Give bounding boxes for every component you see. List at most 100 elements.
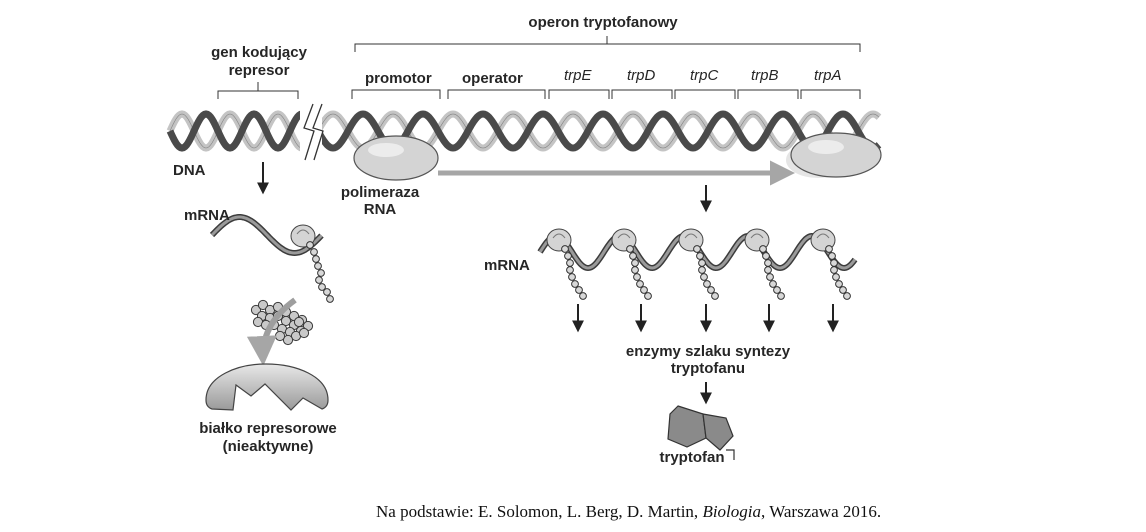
ribosome-trpA-residue-2 [830, 259, 838, 267]
gene-label-trpC: trpC [690, 67, 719, 84]
source-caption: Na podstawie: E. Solomon, L. Berg, D. Ma… [376, 502, 881, 522]
source-prefix: Na podstawie: E. Solomon, L. Berg, D. Ma… [376, 502, 703, 521]
ribosome-trpC-residue-7 [711, 292, 719, 300]
ribosome-trpE-residue-6 [575, 286, 583, 294]
ribosome-trpE [546, 228, 587, 300]
ribosome-trpB-residue-6 [773, 286, 781, 294]
ribosomes-with-polypeptides [290, 224, 851, 303]
gene-label-trpD: trpD [627, 67, 656, 84]
trpE-bracket [548, 89, 610, 99]
repressor-gene-label-line2: represor [228, 62, 290, 79]
ribosome-trpD-residue-3 [631, 266, 639, 274]
residue-23 [293, 316, 305, 328]
ribosome-trpB-groove [750, 233, 764, 239]
repressor-gene-bracket [217, 90, 299, 99]
folding-arrow [246, 297, 297, 366]
residue-21 [282, 334, 294, 346]
ribosome-left-residue-5 [315, 276, 323, 284]
ribosome-trpC-residue-6 [707, 286, 715, 294]
ribosome-left-residue-2 [312, 255, 320, 263]
residue-1 [257, 299, 269, 311]
repressor-protein-label-line2: (nieaktywne) [222, 438, 314, 455]
dna-segment-left-strand-front [166, 110, 307, 152]
ribosome-trpE-residue-4 [568, 273, 576, 281]
trpC-bracket [674, 89, 736, 99]
ribosome-trpB-residue-1 [762, 252, 770, 260]
ribosome-trpB-residue-0 [759, 245, 767, 253]
repressor-protein-shape [205, 363, 329, 411]
operon-title: operon tryptofanowy [528, 14, 678, 31]
ribosome-trpC-residue-5 [703, 280, 711, 288]
ribosome-trpB-residue-5 [769, 280, 777, 288]
ribosome-trpB-residue-3 [764, 266, 772, 274]
dna-double-helix [166, 110, 882, 152]
dna-break-symbol [300, 103, 324, 161]
rna-polymerase [353, 132, 882, 181]
residue-22 [274, 330, 286, 342]
ribosome-trpA-groove [816, 233, 830, 239]
enzymes-label-line1: enzymy szlaku syntezy [625, 343, 791, 360]
ribosome-trpC-residue-4 [700, 273, 708, 281]
promoter-bracket [351, 89, 441, 99]
trpB-bracket [737, 89, 799, 99]
tryptophan-label: tryptofan [659, 449, 725, 466]
ribosome-trpA [810, 228, 851, 300]
ribosome-trpD-residue-6 [640, 286, 648, 294]
ribosome-trpC [678, 228, 719, 300]
rna-polymerase-label-line1: polimeraza [340, 184, 420, 201]
ribosome-trpA-residue-0 [825, 245, 833, 253]
rna-polymerase-label-line2: RNA [363, 201, 397, 218]
ribosome-trpC-residue-1 [696, 252, 704, 260]
ribosome-trpB-residue-2 [764, 259, 772, 267]
ribosome-trpE-residue-0 [561, 245, 569, 253]
gene-brackets [217, 36, 861, 99]
ribosome-trpD-residue-1 [629, 252, 637, 260]
ribosome-trpC-groove [684, 233, 698, 239]
ribosome-trpD-residue-4 [633, 273, 641, 281]
ribosome-trpD [611, 228, 652, 300]
ribosome-trpA-residue-6 [839, 286, 847, 294]
ribosome-left-residue-1 [310, 248, 318, 256]
dna-segment-right-strand-front [314, 110, 882, 152]
residue-11 [280, 315, 292, 327]
source-suffix: , Warszawa 2016. [761, 502, 882, 521]
residue-20 [298, 327, 310, 339]
ribosome-trpE-groove [552, 233, 566, 239]
enzymes-label-line2: tryptofanu [670, 360, 746, 377]
promoter-label: promotor [365, 70, 432, 87]
ribosome-trpE-residue-3 [566, 266, 574, 274]
dna-segment-left [166, 110, 307, 152]
gene-label-trpA: trpA [814, 67, 842, 84]
ribosome-trpC-residue-2 [698, 259, 706, 267]
arrows [257, 162, 839, 405]
ribosome-trpB-residue-4 [766, 273, 774, 281]
ribosome-trpD-residue-2 [631, 259, 639, 267]
mrna-strand-left-highlight [210, 215, 323, 255]
mrna-label-left: mRNA [184, 207, 230, 224]
ribosome-left-residue-0 [306, 241, 314, 249]
trpD-bracket [611, 89, 673, 99]
operator-label: operator [462, 70, 523, 87]
ribosome-trpA-residue-5 [835, 280, 843, 288]
ribosome-left-residue-6 [318, 283, 326, 291]
ribosome-trpE-residue-2 [566, 259, 574, 267]
ribosome-left-residue-7 [323, 288, 331, 296]
residue-0 [250, 304, 262, 316]
ribosome-trpE-residue-1 [564, 252, 572, 260]
gene-label-trpE: trpE [564, 67, 592, 84]
ribosome-trpD-groove [617, 233, 631, 239]
ribosome-trpC-residue-3 [698, 266, 706, 274]
operon-bracket [354, 43, 861, 52]
ribosome-trpB-residue-7 [777, 292, 785, 300]
ribosome-trpE-residue-5 [571, 280, 579, 288]
ribosome-left [290, 224, 334, 303]
ribosome-left-residue-3 [314, 262, 322, 270]
ribosome-trpC-residue-0 [693, 245, 701, 253]
repressor-protein-label-line1: białko represorowe [199, 420, 337, 437]
ribosome-trpA-residue-1 [828, 252, 836, 260]
tryptophan-molecule-icon [667, 405, 735, 460]
ribosome-trpA-residue-4 [832, 273, 840, 281]
ribosome-trpA-residue-7 [843, 292, 851, 300]
